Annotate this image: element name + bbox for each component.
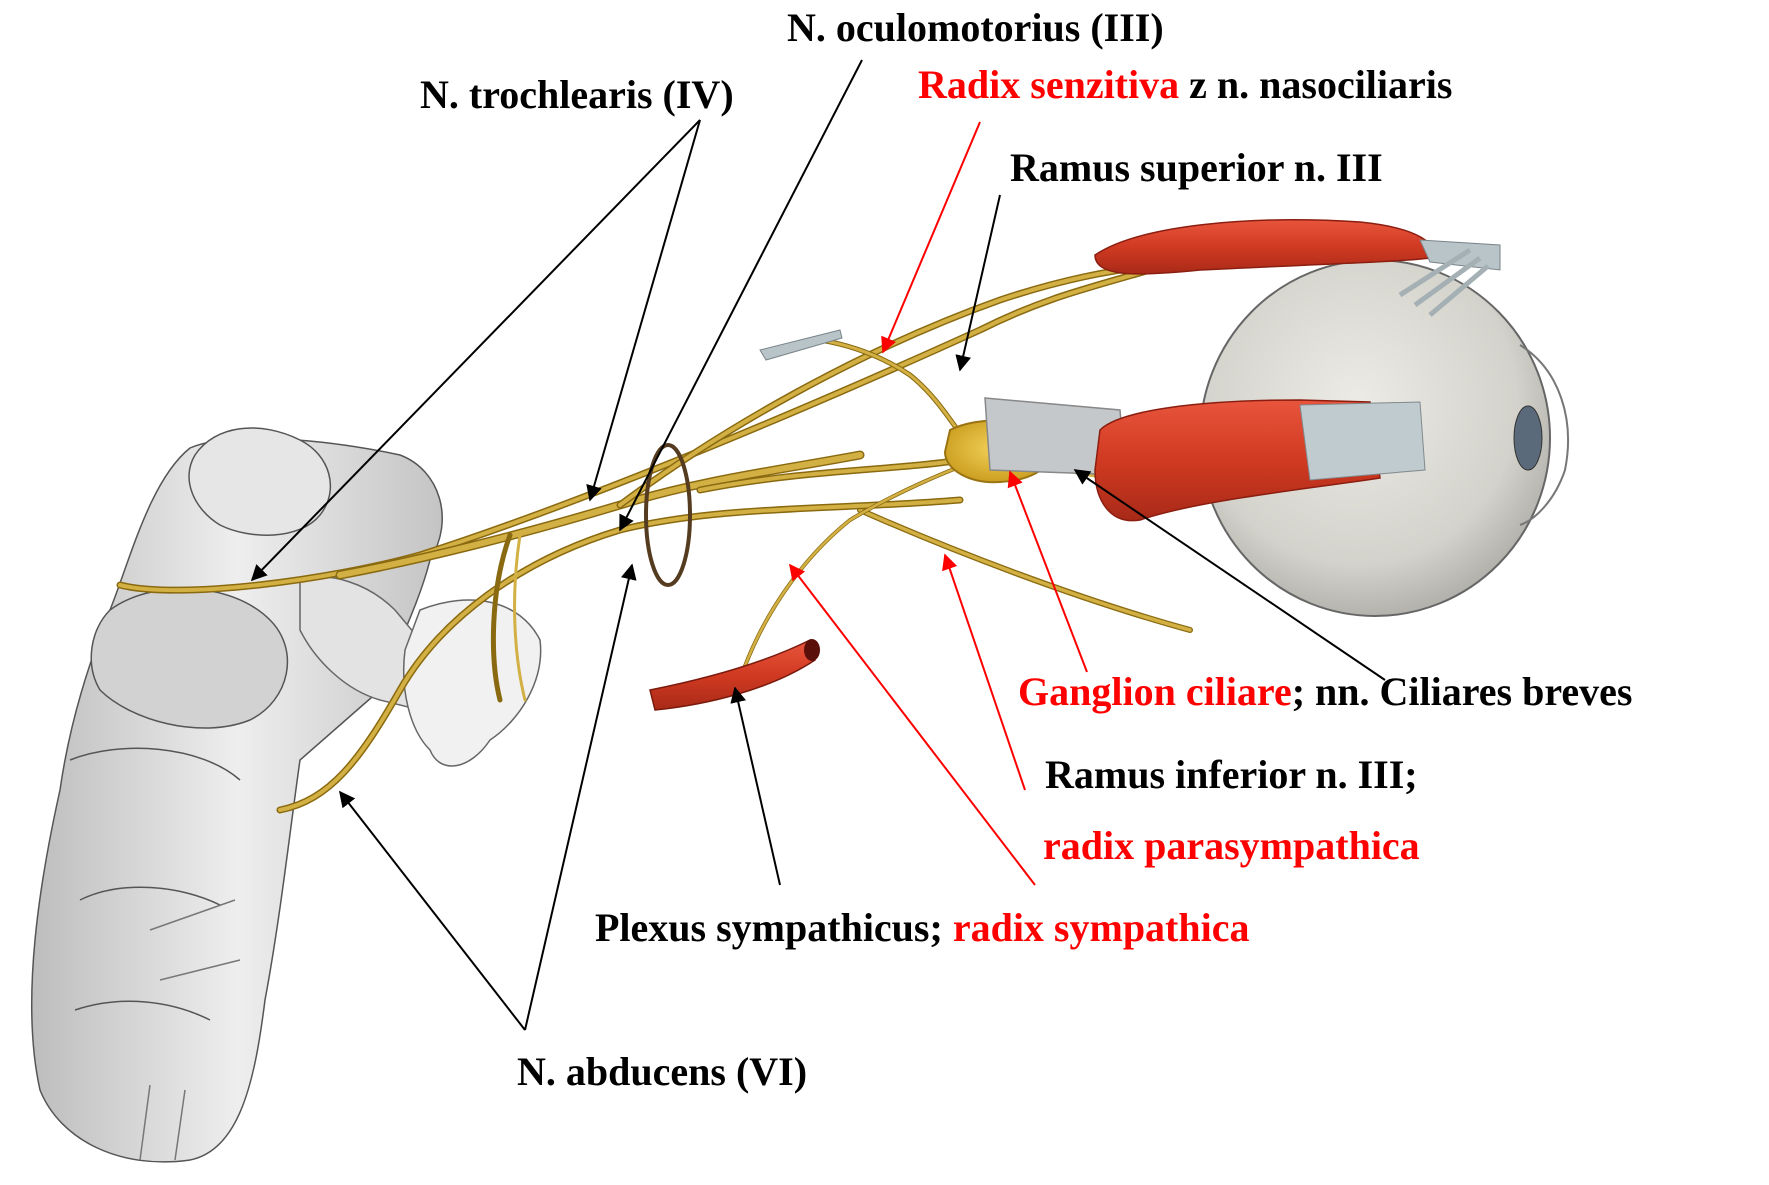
internal-carotid-artery bbox=[650, 640, 815, 710]
label-abducens: N. abducens (VI) bbox=[517, 1052, 807, 1092]
label-plexus-sympathicus-text: Plexus sympathicus; bbox=[595, 905, 953, 950]
label-ganglion-rest: ; nn. Ciliares breves bbox=[1292, 669, 1633, 714]
label-ramus-inferior: Ramus inferior n. III; bbox=[1045, 755, 1418, 795]
label-plexus-sympathicus: Plexus sympathicus; radix sympathica bbox=[595, 908, 1250, 948]
nasociliary-stump bbox=[760, 330, 842, 360]
pons-stump bbox=[300, 577, 541, 766]
label-radix-senzitiva-rest: z n. nasociliaris bbox=[1179, 62, 1452, 107]
label-radix-sympathica-text: radix sympathica bbox=[953, 905, 1250, 950]
label-radix-senzitiva-red: Radix senzitiva bbox=[918, 62, 1179, 107]
label-radix-parasympathica-text: radix parasympathica bbox=[1043, 823, 1420, 868]
label-trochlearis: N. trochlearis (IV) bbox=[420, 75, 734, 115]
label-ramus-superior-text: Ramus superior n. III bbox=[1010, 145, 1383, 190]
label-ramus-inferior-text: Ramus inferior n. III; bbox=[1045, 752, 1418, 797]
label-ganglion-ciliare: Ganglion ciliare; nn. Ciliares breves bbox=[1018, 672, 1632, 712]
label-oculomotorius-text: N. oculomotorius (III) bbox=[787, 5, 1164, 50]
label-radix-parasympathica: radix parasympathica bbox=[1043, 826, 1420, 866]
label-oculomotorius: N. oculomotorius (III) bbox=[787, 8, 1164, 48]
label-ramus-superior: Ramus superior n. III bbox=[1010, 148, 1383, 188]
brainstem bbox=[32, 428, 443, 1162]
label-ganglion-ciliare-red: Ganglion ciliare bbox=[1018, 669, 1292, 714]
label-abducens-text: N. abducens (VI) bbox=[517, 1049, 807, 1094]
label-trochlearis-text: N. trochlearis (IV) bbox=[420, 72, 734, 117]
label-radix-senzitiva: Radix senzitiva z n. nasociliaris bbox=[918, 65, 1452, 105]
